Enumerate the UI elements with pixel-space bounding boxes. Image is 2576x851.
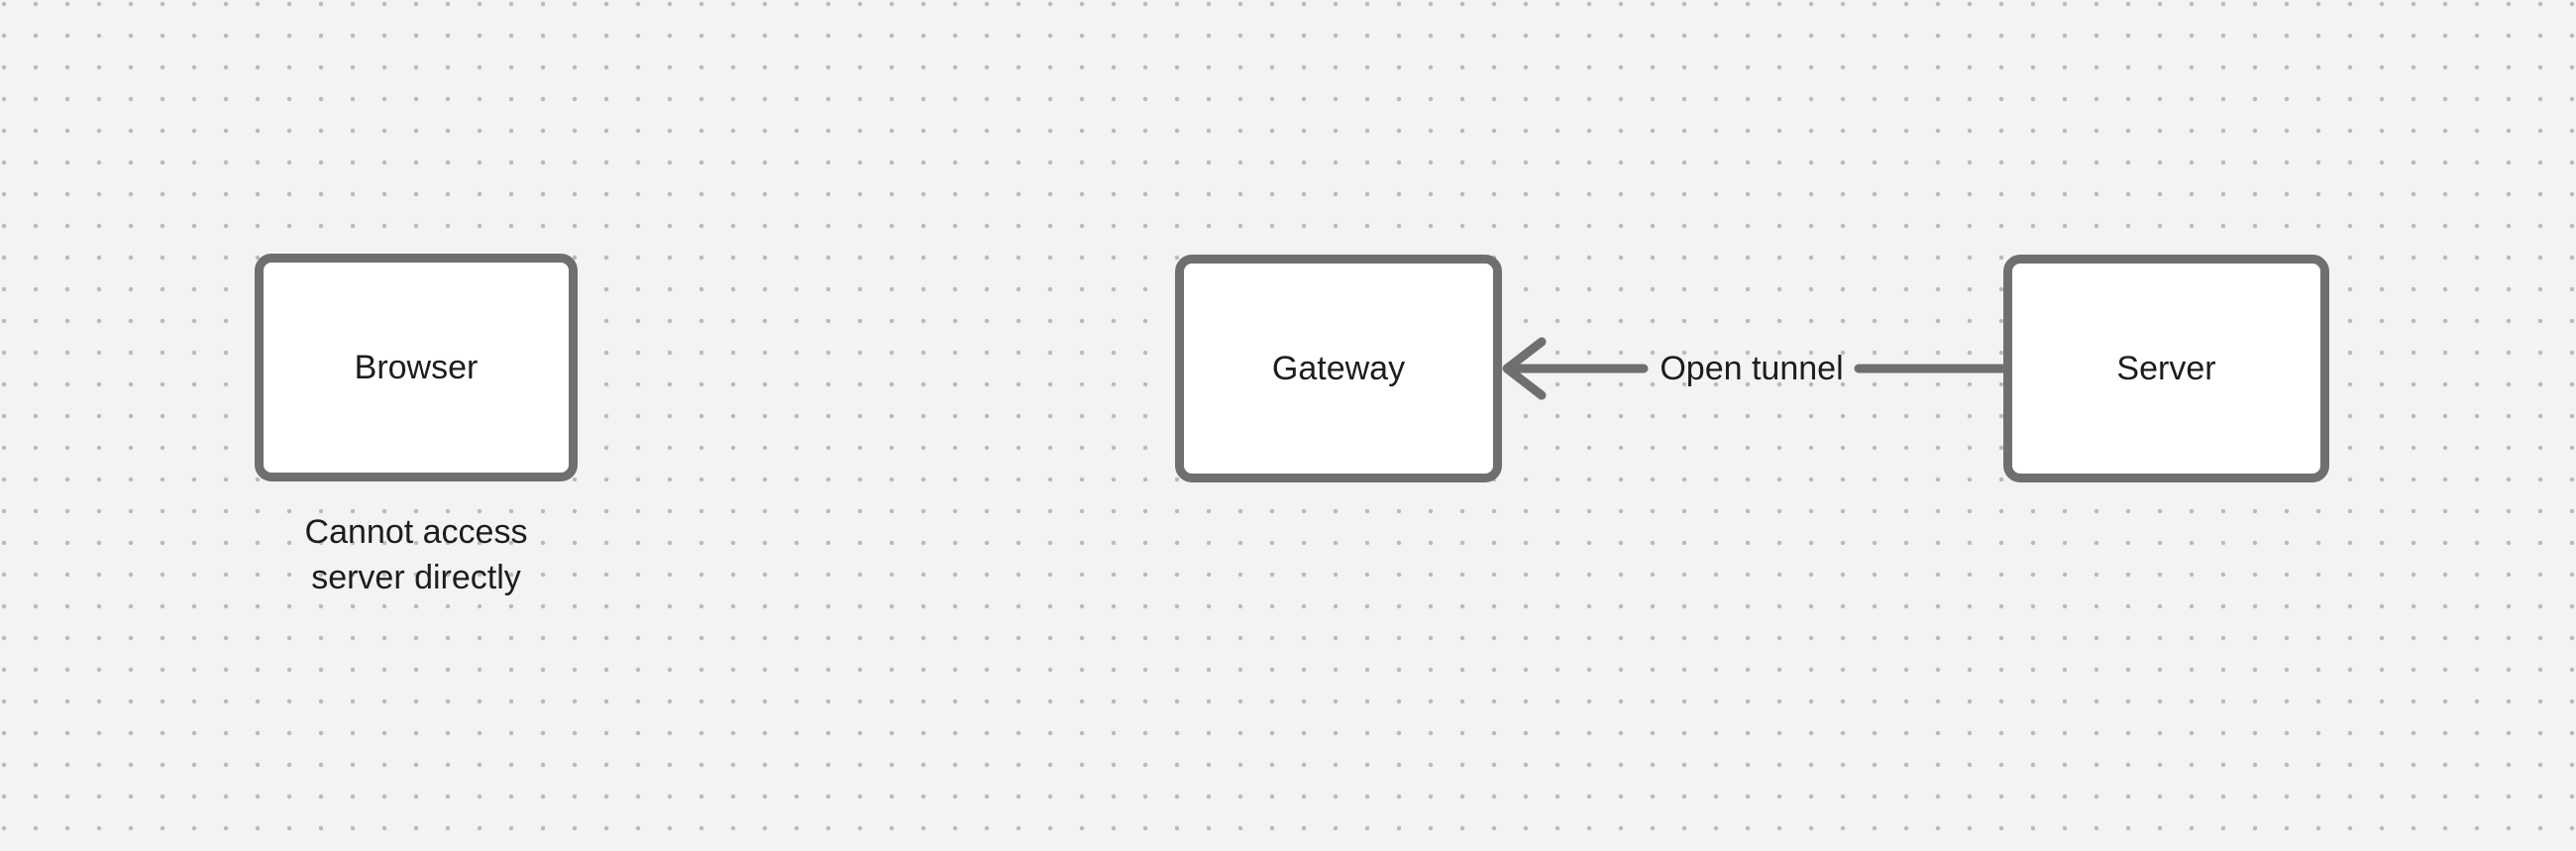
node-server-label: Server <box>2116 349 2216 387</box>
node-gateway[interactable]: Gateway <box>1175 255 1502 482</box>
edge-label-open-tunnel[interactable]: Open tunnel <box>1660 349 1844 387</box>
annotation-line-2: server directly <box>311 559 521 596</box>
node-gateway-label: Gateway <box>1271 349 1406 387</box>
annotation-line-1: Cannot access <box>304 513 528 551</box>
node-browser[interactable]: Browser <box>255 254 578 481</box>
node-browser-label: Browser <box>354 348 479 386</box>
annotation-browser-note[interactable]: Cannot access server directly <box>235 509 597 600</box>
arrowhead-left-icon <box>1502 337 1547 400</box>
open-tunnel-arrow[interactable] <box>1486 327 2041 416</box>
node-server[interactable]: Server <box>2003 255 2329 482</box>
